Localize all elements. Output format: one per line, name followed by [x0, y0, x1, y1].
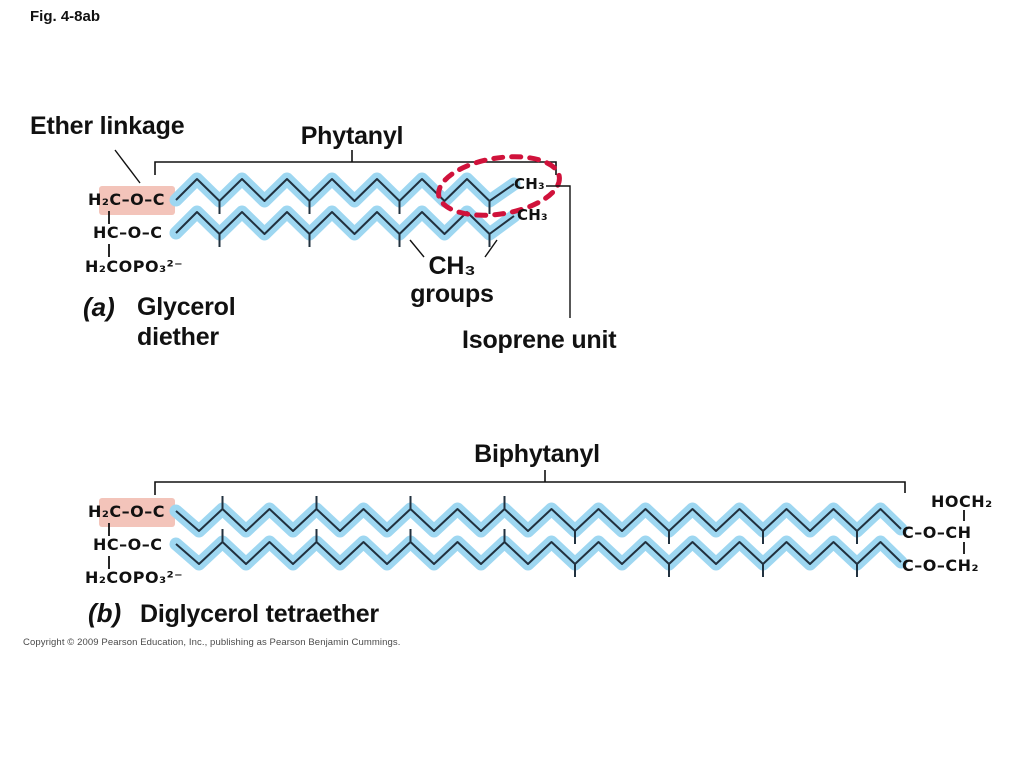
panel-a-prefix: (a)	[83, 292, 115, 322]
ch3-end-label-top: CH₃	[514, 175, 545, 193]
ch3-groups-pointer-right	[484, 239, 498, 258]
glycerol-b-left-formula-line2: HC–O–C	[93, 535, 163, 554]
isoprene-unit-circle	[436, 154, 562, 218]
panel-b-prefix: (b)	[88, 598, 122, 628]
glycerol-a-formula-line1: H₂C–O–C	[88, 190, 165, 209]
figure-number-label: Fig. 4-8ab	[30, 8, 101, 25]
phytanyl-chain-bottom-line	[175, 211, 515, 235]
glycerol-b-left-formula-line1: H₂C–O–C	[88, 502, 165, 521]
phytanyl-label: Phytanyl	[300, 122, 404, 150]
glycerol-b-right-formula-line2: C–O–CH	[902, 523, 972, 542]
ch3-groups-pointer-left	[409, 239, 425, 258]
copyright-notice: Copyright © 2009 Pearson Education, Inc.…	[23, 637, 401, 648]
biphytanyl-chain-top-line	[175, 508, 902, 532]
panel-a-caption-line1: Glycerol	[137, 293, 236, 321]
biphytanyl-label: Biphytanyl	[474, 440, 600, 468]
isoprene-unit-label: Isoprene unit	[462, 326, 617, 354]
phytanyl-chains	[169, 172, 521, 247]
ether-linkage-pointer-line	[114, 149, 141, 184]
panel-a-caption-line2: diether	[137, 323, 219, 351]
glycerol-a-formula-line2: HC–O–C	[93, 223, 163, 242]
phytanyl-bracket	[154, 150, 557, 175]
ch3-groups-label-line1: CH₃	[428, 252, 476, 280]
panel-b-caption: Diglycerol tetraether	[140, 600, 379, 628]
glycerol-a-formula-line3: H₂COPO₃²⁻	[85, 257, 184, 276]
phytanyl-chain-top-line	[175, 178, 515, 202]
ch3-groups-label-line2: groups	[410, 280, 494, 308]
glycerol-b-right-formula-line3: C–O–CH₂	[902, 556, 979, 575]
biphytanyl-chains	[169, 496, 908, 577]
glycerol-b-right-formula-line1: HOCH₂	[931, 492, 993, 511]
ether-linkage-label: Ether linkage	[30, 112, 185, 140]
biphytanyl-bracket	[154, 470, 906, 495]
ch3-end-label-bottom: CH₃	[517, 206, 548, 224]
biphytanyl-chain-bottom-line	[175, 541, 902, 565]
isoprene-unit-pointer-line	[546, 185, 571, 318]
ether-linkage-highlight-b	[99, 498, 175, 527]
glycerol-b-left-formula-line3: H₂COPO₃²⁻	[85, 568, 184, 587]
ether-linkage-highlight-a	[99, 186, 175, 215]
